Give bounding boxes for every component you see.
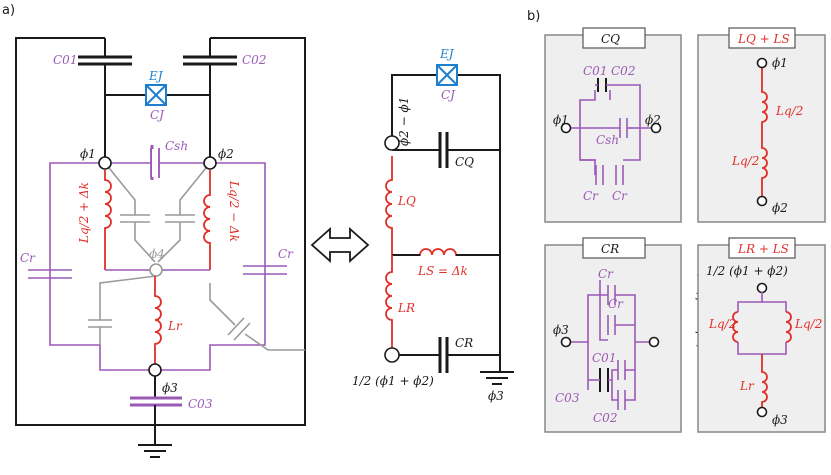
panel-b-tag: b): [527, 9, 540, 24]
mid-label-cq: CQ: [455, 155, 474, 169]
mid-label-phi-sum: 1/2 (ϕ1 + ϕ2): [352, 374, 434, 388]
label-phi2: ϕ2: [218, 147, 234, 161]
panel-a-tag: a): [2, 3, 15, 18]
lqls-box: LQ + LS ϕ1 Lq/2 Lq/2 ϕ2: [697, 27, 826, 223]
label-lq-left: Lq/2 + Δk: [77, 182, 91, 244]
label-phi4: ϕ4: [149, 247, 165, 261]
label-cj: CJ: [150, 108, 165, 122]
mid-label-cr: CR: [455, 336, 473, 350]
equivalent-circuit: EJ CJ CQ LQ LS = Δk LR CR ϕ3: [352, 47, 514, 403]
lrls-box-lq2: Lq/2: [794, 317, 822, 331]
ground-icon: [138, 425, 172, 458]
label-cr-left: Cr: [20, 251, 36, 265]
mid-label-lr: LR: [397, 301, 415, 315]
cq-box-cr1: Cr: [583, 189, 599, 203]
label-c01: C01: [53, 53, 77, 67]
cr-box-c02: C02: [593, 411, 617, 425]
panel-a: a) C01 C02 EJ CJ C: [2, 3, 306, 458]
panel-b: b) CQ C01 C02 ϕ1: [527, 9, 826, 433]
lqls-box-title: LQ + LS: [737, 32, 790, 46]
cq-box-c01: C01: [583, 64, 607, 78]
cq-box-c02: C02: [611, 64, 635, 78]
mid-label-cj: CJ: [441, 88, 456, 102]
label-cr-right: Cr: [278, 247, 294, 261]
josephson-junction-icon: [436, 64, 458, 86]
label-phi1: ϕ1: [80, 147, 96, 161]
lrls-box-lq1: Lq/2: [708, 317, 736, 331]
mid-label-phi3: ϕ3: [488, 389, 504, 403]
label-lq-right: Lq/2 − Δk: [227, 180, 241, 242]
lrls-box-lr: Lr: [739, 379, 755, 393]
label-c02: C02: [242, 53, 266, 67]
cq-box-phi1: ϕ1: [553, 113, 569, 127]
mid-label-lq: LQ: [397, 194, 416, 208]
cr-box-cr1: Cr: [598, 267, 614, 281]
double-headed-arrow-icon: [310, 226, 370, 264]
label-csh: Csh: [165, 139, 188, 153]
cr-box-c01: C01: [592, 351, 616, 365]
lqls-box-phi1: ϕ1: [772, 56, 788, 70]
cr-box-phi3: ϕ3: [553, 323, 569, 337]
label-phi3: ϕ3: [162, 381, 178, 395]
ground-icon: [480, 355, 514, 385]
cq-box-csh: Csh: [596, 133, 619, 147]
mid-label-ls: LS = Δk: [417, 264, 468, 278]
cq-box-phi2: ϕ2: [645, 113, 661, 127]
cr-box-title: CR: [601, 242, 619, 256]
cq-box: CQ C01 C02 ϕ1 ϕ2 Csh Cr C: [544, 27, 682, 223]
label-c03: C03: [188, 397, 213, 411]
lqls-box-lq2: Lq/2: [731, 154, 759, 168]
cr-box-c03: C03: [555, 391, 580, 405]
label-lr: Lr: [167, 319, 183, 333]
lrls-box-phi3: ϕ3: [772, 413, 788, 427]
lrls-box-sum: 1/2 (ϕ1 + ϕ2): [706, 264, 788, 278]
cq-box-title: CQ: [601, 32, 620, 46]
lqls-box-lq1: Lq/2: [775, 104, 803, 118]
label-ej: EJ: [148, 69, 164, 83]
mid-label-phi-diff: ϕ2 − ϕ1: [397, 97, 411, 146]
cr-box-cr2: Cr: [608, 297, 624, 311]
lrls-box-title: LR + LS: [737, 242, 789, 256]
lrls-box: LR + LS 1/2 (ϕ1 + ϕ2) Lq/2 Lq/2 Lr ϕ3: [697, 237, 826, 433]
cq-box-cr2: Cr: [612, 189, 628, 203]
josephson-junction-icon: [145, 84, 167, 106]
lqls-box-phi2: ϕ2: [772, 201, 788, 215]
mid-label-ej: EJ: [439, 47, 455, 61]
cr-box: CR Cr Cr 1/2 (ϕ1 + ϕ2): [544, 237, 709, 433]
